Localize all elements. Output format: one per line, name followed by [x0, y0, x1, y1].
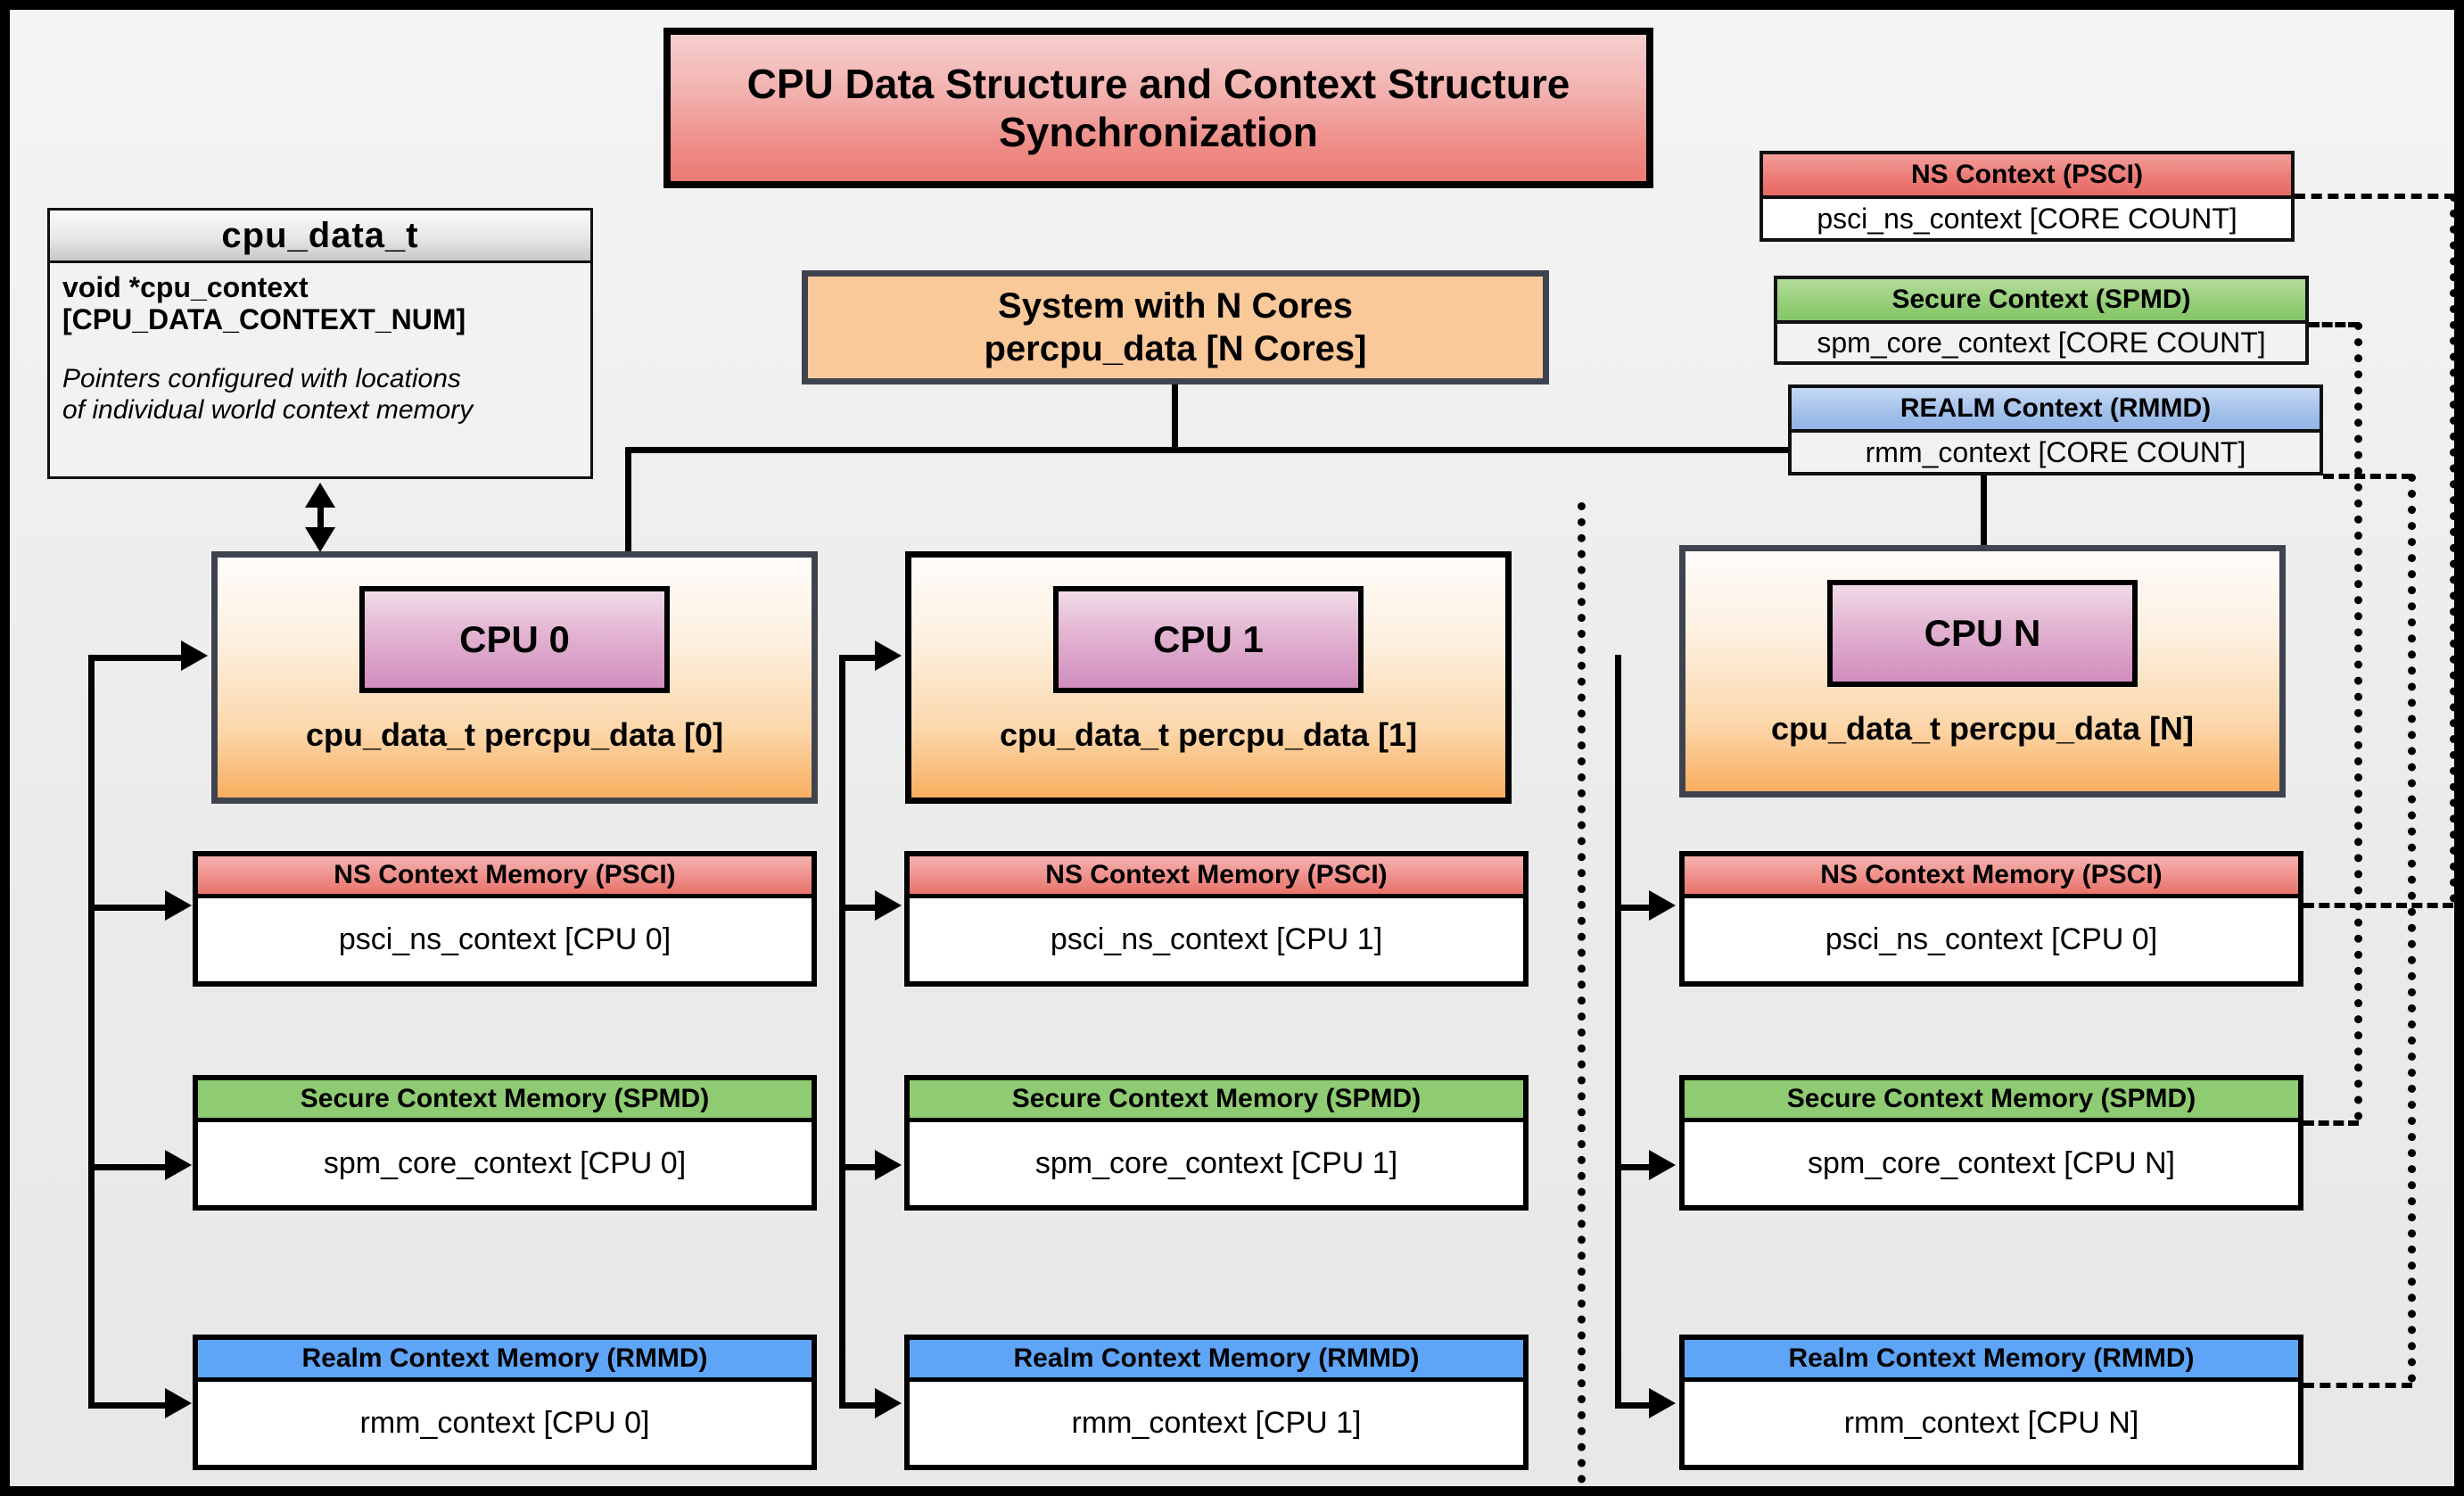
mem-realm-0-header: Realm Context Memory (RMMD) — [198, 1340, 812, 1382]
cpu0-arrow-realm — [165, 1388, 192, 1418]
cpun-arrow-secure — [1649, 1150, 1676, 1180]
cpu1-arrow-realm — [875, 1388, 902, 1418]
cpu-block-1: CPU 1 cpu_data_t percpu_data [1] — [905, 551, 1512, 804]
mem-secure-n-body: spm_core_context [CPU N] — [1685, 1122, 2298, 1205]
cpu0-arrow-cpu — [181, 641, 208, 671]
legend-realm-context-body: rmm_context [CORE COUNT] — [1792, 433, 2320, 472]
legend-secure-context-body: spm_core_context [CORE COUNT] — [1777, 324, 2305, 361]
mem-secure-1-header: Secure Context Memory (SPMD) — [910, 1080, 1523, 1122]
diagram-canvas: CPU Data Structure and Context Structure… — [10, 10, 2454, 1486]
cpu0-bus-spine — [88, 655, 95, 1402]
cpu-data-t-field-line1: void *cpu_context — [62, 271, 309, 303]
cpu-sub-1: cpu_data_t percpu_data [1] — [999, 716, 1418, 753]
legend-realm-context: REALM Context (RMMD) rmm_context [CORE C… — [1788, 384, 2323, 475]
dash-realm-vertical — [2408, 474, 2416, 1383]
cpu1-arrow-ns — [875, 890, 902, 921]
dash-realm-bottom — [2303, 1383, 2412, 1388]
mem-ns-n: NS Context Memory (PSCI) psci_ns_context… — [1679, 851, 2303, 987]
system-box: System with N Cores percpu_data [N Cores… — [802, 270, 1549, 384]
sync-arrow-up-head — [305, 483, 335, 508]
mem-realm-0: Realm Context Memory (RMMD) rmm_context … — [193, 1335, 817, 1470]
legend-secure-context: Secure Context (SPMD) spm_core_context [… — [1774, 276, 2309, 365]
mem-realm-1-body: rmm_context [CPU 1] — [910, 1382, 1523, 1465]
cpu1-bus-branch-realm — [839, 1402, 880, 1409]
cpu-sub-0: cpu_data_t percpu_data [0] — [305, 716, 724, 753]
cpun-arrow-ns — [1649, 890, 1676, 921]
cpu-label-n: CPU N — [1827, 580, 2138, 687]
tree-bar — [625, 447, 1987, 453]
dash-ns-bottom — [2303, 903, 2453, 908]
cpu0-arrow-secure — [165, 1150, 192, 1180]
cpu1-bus-branch-cpu — [839, 655, 880, 661]
cpu-data-t-header: cpu_data_t — [50, 211, 590, 263]
dash-ns-vertical — [2450, 194, 2454, 903]
mem-realm-n-header: Realm Context Memory (RMMD) — [1685, 1340, 2298, 1382]
mem-ns-0-body: psci_ns_context [CPU 0] — [198, 898, 812, 981]
cpu0-bus-branch-ns — [88, 905, 170, 911]
cpun-arrow-realm — [1649, 1388, 1676, 1418]
cpu-data-t-field-line2: [CPU_DATA_CONTEXT_NUM] — [62, 303, 466, 336]
legend-ns-context-body: psci_ns_context [CORE COUNT] — [1763, 199, 2291, 238]
mem-realm-0-body: rmm_context [CPU 0] — [198, 1382, 812, 1465]
cpu-label-0: CPU 0 — [359, 586, 670, 693]
mem-secure-1: Secure Context Memory (SPMD) spm_core_co… — [904, 1075, 1529, 1211]
tree-stem — [1172, 384, 1178, 453]
mem-ns-1-body: psci_ns_context [CPU 1] — [910, 898, 1523, 981]
dash-secure-bottom — [2303, 1120, 2359, 1126]
dash-realm-top — [2323, 474, 2412, 479]
mem-secure-0: Secure Context Memory (SPMD) spm_core_co… — [193, 1075, 817, 1211]
cpu1-arrow-secure — [875, 1150, 902, 1180]
column-separator — [1578, 502, 1586, 1484]
cpu-data-t-note-line2: of individual world context memory — [62, 395, 474, 426]
cpu-sub-n: cpu_data_t percpu_data [N] — [1770, 710, 2195, 747]
cpu1-arrow-cpu — [875, 641, 902, 671]
cpun-bus-branch-realm — [1615, 1402, 1656, 1409]
system-line2: percpu_data [N Cores] — [984, 329, 1367, 368]
mem-secure-n-header: Secure Context Memory (SPMD) — [1685, 1080, 2298, 1122]
sync-arrow-dash — [317, 506, 324, 527]
cpu0-bus-branch-realm — [88, 1402, 170, 1409]
legend-realm-context-header: REALM Context (RMMD) — [1792, 388, 2320, 433]
cpu-data-t-body: void *cpu_context [CPU_DATA_CONTEXT_NUM]… — [50, 260, 590, 476]
mem-ns-n-body: psci_ns_context [CPU 0] — [1685, 898, 2298, 981]
cpu1-bus-spine — [839, 655, 845, 1402]
legend-ns-context-header: NS Context (PSCI) — [1763, 154, 2291, 199]
mem-ns-0-header: NS Context Memory (PSCI) — [198, 856, 812, 898]
tree-drop-cpun — [1981, 447, 1987, 545]
mem-secure-0-header: Secure Context Memory (SPMD) — [198, 1080, 812, 1122]
cpu-block-0: CPU 0 cpu_data_t percpu_data [0] — [211, 551, 818, 804]
legend-secure-context-header: Secure Context (SPMD) — [1777, 279, 2305, 324]
cpun-bus-branch-ns — [1615, 905, 1656, 911]
dash-secure-top — [2309, 322, 2359, 327]
cpu-data-t-struct: cpu_data_t void *cpu_context [CPU_DATA_C… — [47, 208, 593, 479]
mem-realm-n: Realm Context Memory (RMMD) rmm_context … — [1679, 1335, 2303, 1470]
cpu-block-n: CPU N cpu_data_t percpu_data [N] — [1679, 545, 2286, 798]
cpu0-bus-branch-cpu — [88, 655, 186, 661]
cpu-data-t-note-line1: Pointers configured with locations — [62, 363, 461, 393]
legend-ns-context: NS Context (PSCI) psci_ns_context [CORE … — [1759, 151, 2295, 242]
cpu0-arrow-ns — [165, 890, 192, 921]
diagram-title: CPU Data Structure and Context Structure… — [663, 28, 1653, 188]
cpu1-bus-branch-secure — [839, 1164, 880, 1170]
mem-secure-1-body: spm_core_context [CPU 1] — [910, 1122, 1523, 1205]
tree-drop-cpu0 — [625, 447, 631, 551]
mem-ns-1: NS Context Memory (PSCI) psci_ns_context… — [904, 851, 1529, 987]
mem-realm-1-header: Realm Context Memory (RMMD) — [910, 1340, 1523, 1382]
cpu0-bus-branch-secure — [88, 1164, 170, 1170]
mem-ns-1-header: NS Context Memory (PSCI) — [910, 856, 1523, 898]
mem-ns-n-header: NS Context Memory (PSCI) — [1685, 856, 2298, 898]
mem-realm-1: Realm Context Memory (RMMD) rmm_context … — [904, 1335, 1529, 1470]
mem-realm-n-body: rmm_context [CPU N] — [1685, 1382, 2298, 1465]
system-line1: System with N Cores — [998, 286, 1353, 326]
mem-secure-0-body: spm_core_context [CPU 0] — [198, 1122, 812, 1205]
mem-ns-0: NS Context Memory (PSCI) psci_ns_context… — [193, 851, 817, 987]
dash-ns-top — [2295, 194, 2454, 199]
cpun-bus-branch-secure — [1615, 1164, 1656, 1170]
cpu-label-1: CPU 1 — [1053, 586, 1364, 693]
mem-secure-n: Secure Context Memory (SPMD) spm_core_co… — [1679, 1075, 2303, 1211]
cpun-bus-spine — [1615, 655, 1621, 1402]
sync-arrow-down-head — [305, 527, 335, 552]
cpu1-bus-branch-ns — [839, 905, 880, 911]
dash-secure-vertical — [2354, 322, 2362, 1120]
